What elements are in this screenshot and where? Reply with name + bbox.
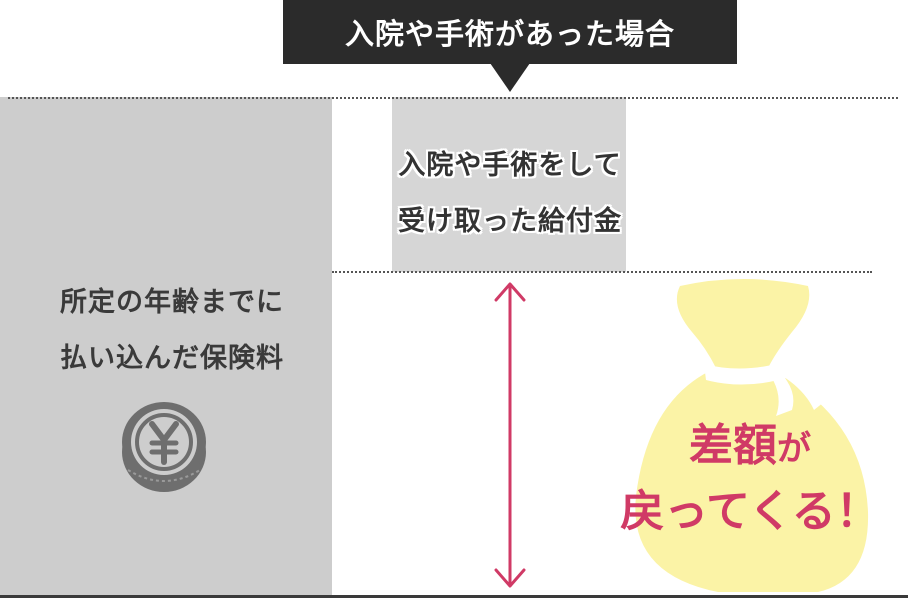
premium-line-2: 払い込んだ保険料 <box>60 343 284 374</box>
difference-main: 差額 <box>689 420 777 471</box>
dotted-top-line <box>8 97 898 99</box>
header-label-text: 入院や手術があった場合 <box>344 17 675 51</box>
baseline <box>0 595 908 598</box>
premium-column <box>0 97 332 598</box>
premium-line-1: 所定の年齢までに <box>60 287 284 318</box>
benefit-column <box>392 97 626 272</box>
benefit-line-2: 受け取った給付金 <box>398 206 622 237</box>
double-arrow-icon <box>494 282 526 588</box>
benefit-line-1: 入院や手術をして <box>398 150 622 181</box>
yen-coin-icon <box>122 402 206 492</box>
header-label: 入院や手術があった場合 <box>283 0 737 64</box>
money-bag-icon <box>635 279 869 592</box>
benefit-text: 入院や手術をして 受け取った給付金 <box>370 138 650 250</box>
difference-line-1: 差額が <box>600 415 900 480</box>
difference-line-2: 戻ってくる！ <box>620 486 880 537</box>
header-pointer <box>490 63 530 92</box>
premium-text: 所定の年齢までに 払い込んだ保険料 <box>22 275 322 387</box>
difference-text: 差額が 戻ってくる！ <box>600 415 900 544</box>
difference-tail: が <box>777 429 811 469</box>
dotted-mid-line <box>332 271 872 273</box>
